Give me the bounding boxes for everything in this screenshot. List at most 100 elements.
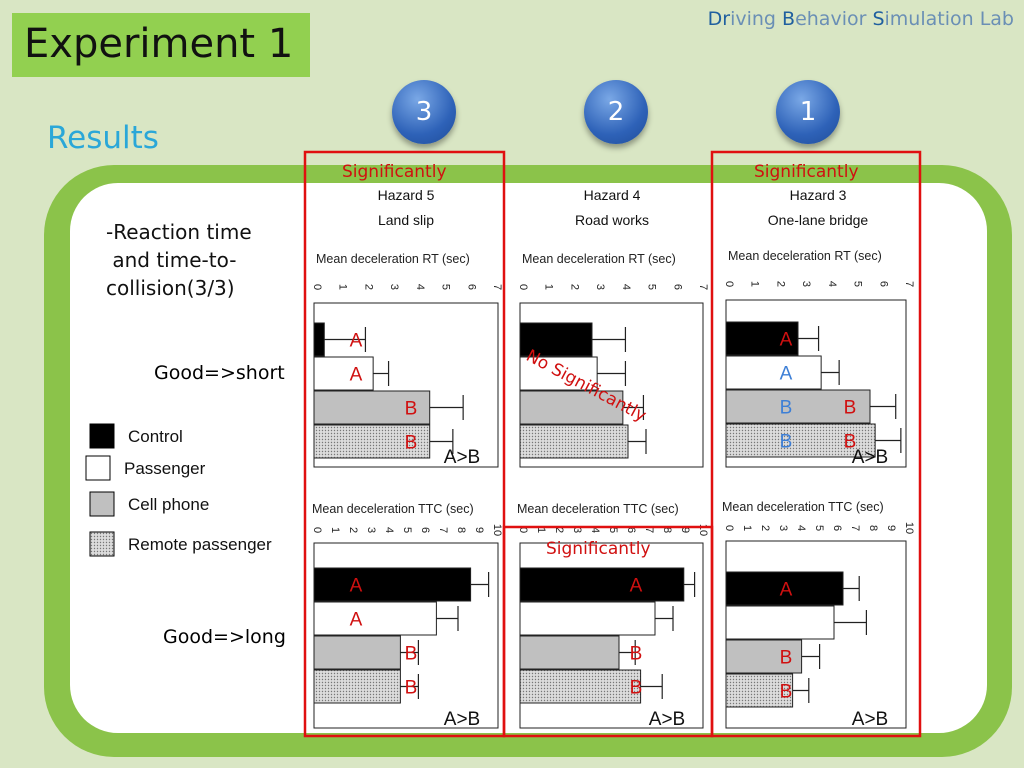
tick-label: 8 — [867, 525, 879, 531]
significance-label: B — [780, 648, 793, 669]
tick-label: 5 — [852, 281, 864, 287]
significance-label: B — [780, 398, 793, 419]
tick-label: 4 — [589, 527, 601, 533]
legend-swatch — [89, 491, 115, 517]
lab-name: Driving Behavior Simulation Lab — [708, 8, 1014, 30]
step-circle-1: 1 — [776, 80, 840, 144]
bar-control — [519, 567, 685, 602]
tick-label: 7 — [643, 527, 655, 533]
slide-title-box: Experiment 1 — [12, 13, 310, 77]
significance-label: B — [405, 644, 418, 665]
tick-label: 8 — [661, 527, 673, 533]
significance-label: A — [350, 576, 363, 597]
description-line: -Reaction time — [106, 220, 252, 244]
tick-label: 3 — [800, 281, 812, 287]
bar-control — [313, 567, 472, 602]
chart-scene: Land slip — [378, 212, 434, 228]
lab-part: ving — [735, 8, 783, 30]
tick-label: 0 — [723, 281, 735, 287]
tick-label: 1 — [329, 527, 341, 533]
tick-label: 0 — [723, 525, 735, 531]
legend-label: Cell phone — [128, 495, 209, 514]
chart-xlabel: Mean deceleration TTC (sec) — [312, 502, 474, 516]
bar-cell-phone — [519, 390, 624, 425]
tick-label: 0 — [517, 284, 529, 290]
comparison-label: A>B — [852, 447, 888, 468]
bar-remote-passenger — [313, 669, 401, 704]
slide-title: Experiment 1 — [24, 21, 294, 67]
significance-label: A — [780, 364, 793, 385]
lab-initial: Dr — [707, 8, 731, 30]
chart-xlabel: Mean deceleration RT (sec) — [728, 249, 882, 263]
comparison-label: A>B — [852, 709, 888, 730]
significance-label: B — [405, 399, 418, 420]
tick-label: 3 — [594, 284, 606, 290]
good-short-label: Good=>short — [154, 362, 285, 384]
chart-hazard: Hazard 3 — [790, 187, 847, 203]
chart-hazard: Hazard 5 — [378, 187, 435, 203]
tick-label: 9 — [885, 525, 897, 531]
description: -Reaction time and time-to- collision(3/… — [106, 218, 252, 302]
tick-label: 9 — [473, 527, 485, 533]
tick-label: 5 — [401, 527, 413, 533]
tick-label: 10 — [491, 524, 503, 536]
significance-label: B — [630, 678, 643, 699]
tick-label: 5 — [607, 527, 619, 533]
chart-xlabel: Mean deceleration RT (sec) — [522, 252, 676, 266]
tick-label: 6 — [877, 281, 889, 287]
results-heading: Results — [47, 120, 159, 156]
tick-label: 10 — [697, 524, 709, 536]
step-circle-2: 2 — [584, 80, 648, 144]
tick-label: 6 — [831, 525, 843, 531]
chart-scene: Road works — [575, 212, 649, 228]
significance-label: A — [780, 580, 793, 601]
tick-label: 7 — [491, 284, 503, 290]
tick-label: 4 — [826, 281, 838, 287]
tick-label: 4 — [795, 525, 807, 531]
tick-label: 5 — [646, 284, 658, 290]
significance-label: A — [350, 610, 363, 631]
description-line: collision(3/3) — [106, 276, 235, 300]
lab-initial: B — [782, 8, 796, 30]
tick-label: 7 — [849, 525, 861, 531]
tick-label: 6 — [671, 284, 683, 290]
significance-label: B — [780, 432, 793, 453]
comparison-label: A>B — [444, 709, 480, 730]
tick-label: 2 — [774, 281, 786, 287]
significance-label: A — [780, 330, 793, 351]
tick-label: 0 — [311, 527, 323, 533]
lab-part: i — [730, 8, 736, 30]
good-long-label: Good=>long — [163, 626, 286, 648]
bar-remote-passenger — [519, 669, 642, 704]
significance-label: A — [630, 576, 643, 597]
significance-label: B — [405, 678, 418, 699]
lab-initial: S — [872, 8, 885, 30]
bar-passenger — [313, 601, 437, 636]
chart-xlabel: Mean deceleration TTC (sec) — [517, 502, 679, 516]
note-hazard5: Significantly — [342, 162, 447, 182]
tick-label: 2 — [553, 527, 565, 533]
significance-label: B — [844, 398, 857, 419]
tick-label: 1 — [535, 527, 547, 533]
chart-xlabel: Mean deceleration RT (sec) — [316, 252, 470, 266]
tick-label: 5 — [813, 525, 825, 531]
lab-part: imulation Lab — [884, 8, 1014, 30]
tick-label: 5 — [440, 284, 452, 290]
bar-cell-phone — [519, 635, 620, 670]
legend-swatch — [89, 531, 115, 557]
bar-passenger — [725, 605, 835, 640]
significance-label: A — [350, 365, 363, 386]
bar-control — [519, 322, 593, 357]
tick-label: 4 — [414, 284, 426, 290]
tick-label: 10 — [903, 522, 915, 534]
legend-swatch — [85, 455, 111, 481]
legend-label: Control — [128, 427, 183, 446]
tick-label: 6 — [419, 527, 431, 533]
bar-passenger — [519, 601, 656, 636]
bar-passenger — [519, 356, 598, 391]
significance-label: B — [405, 433, 418, 454]
comparison-label: A>B — [444, 447, 480, 468]
